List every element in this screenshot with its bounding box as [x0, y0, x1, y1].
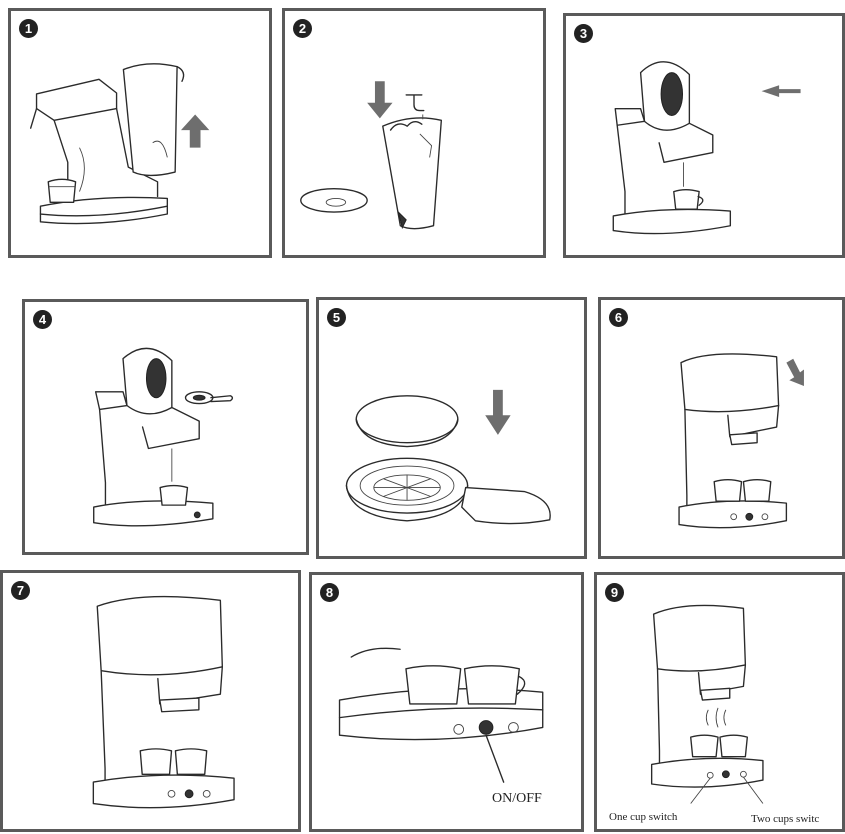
coffee-machine-open-lid-illustration [93, 347, 214, 527]
step-number: 6 [609, 308, 628, 327]
step-4-illustration [93, 347, 234, 527]
pod-holder-illustration [345, 457, 551, 525]
coffee-machine-open-lid-illustration [612, 61, 732, 235]
step-6-panel: 6 [598, 297, 845, 559]
water-tank-illustration [122, 63, 185, 177]
step-6-illustration [678, 353, 804, 529]
tank-lid-illustration [300, 187, 368, 213]
down-arrow [367, 81, 393, 119]
step-5-panel: 5 [316, 297, 587, 559]
step-number: 1 [19, 19, 38, 38]
step-3-panel: 3 [563, 13, 845, 258]
step-8-illustration [338, 647, 544, 783]
step-1-panel: 1 [8, 8, 272, 258]
coffee-pod-illustration [355, 395, 459, 448]
step-number: 8 [320, 583, 339, 602]
step-9-panel: 9 One cup switch Two cups switc [594, 572, 845, 832]
down-right-arrow [786, 358, 804, 387]
coffee-machine-closed-illustration [92, 595, 235, 809]
up-arrow [180, 114, 210, 148]
on-off-label: ON/OFF [492, 791, 542, 806]
water-tank-illustration [382, 117, 443, 230]
two-cups-switch-label: Two cups switc [751, 813, 820, 825]
faucet-icon [405, 94, 425, 120]
step-number: 2 [293, 19, 312, 38]
coffee-machine-base-closeup-illustration [338, 647, 544, 783]
step-3-illustration [612, 61, 801, 235]
step-7-panel: 7 [0, 570, 301, 832]
coffee-machine-closed-illustration [678, 353, 788, 529]
step-5-illustration [345, 389, 551, 525]
pod-holder-illustration [184, 391, 234, 405]
step-number: 3 [574, 24, 593, 43]
step-7-illustration [92, 595, 235, 809]
step-number: 9 [605, 583, 624, 602]
coffee-machine-illustration [30, 78, 169, 225]
step-number: 7 [11, 581, 30, 600]
coffee-machine-brewing-illustration [650, 604, 764, 804]
left-arrow [761, 85, 801, 97]
step-4-panel: 4 [22, 299, 309, 555]
step-8-panel: 8 ON/OFF [309, 572, 584, 832]
step-1-illustration [30, 63, 210, 225]
step-number: 5 [327, 308, 346, 327]
step-9-illustration [650, 604, 764, 804]
one-cup-switch-label: One cup switch [609, 811, 678, 823]
step-number: 4 [33, 310, 52, 329]
down-arrow [485, 389, 511, 435]
step-2-illustration [300, 81, 443, 230]
step-2-panel: 2 [282, 8, 546, 258]
